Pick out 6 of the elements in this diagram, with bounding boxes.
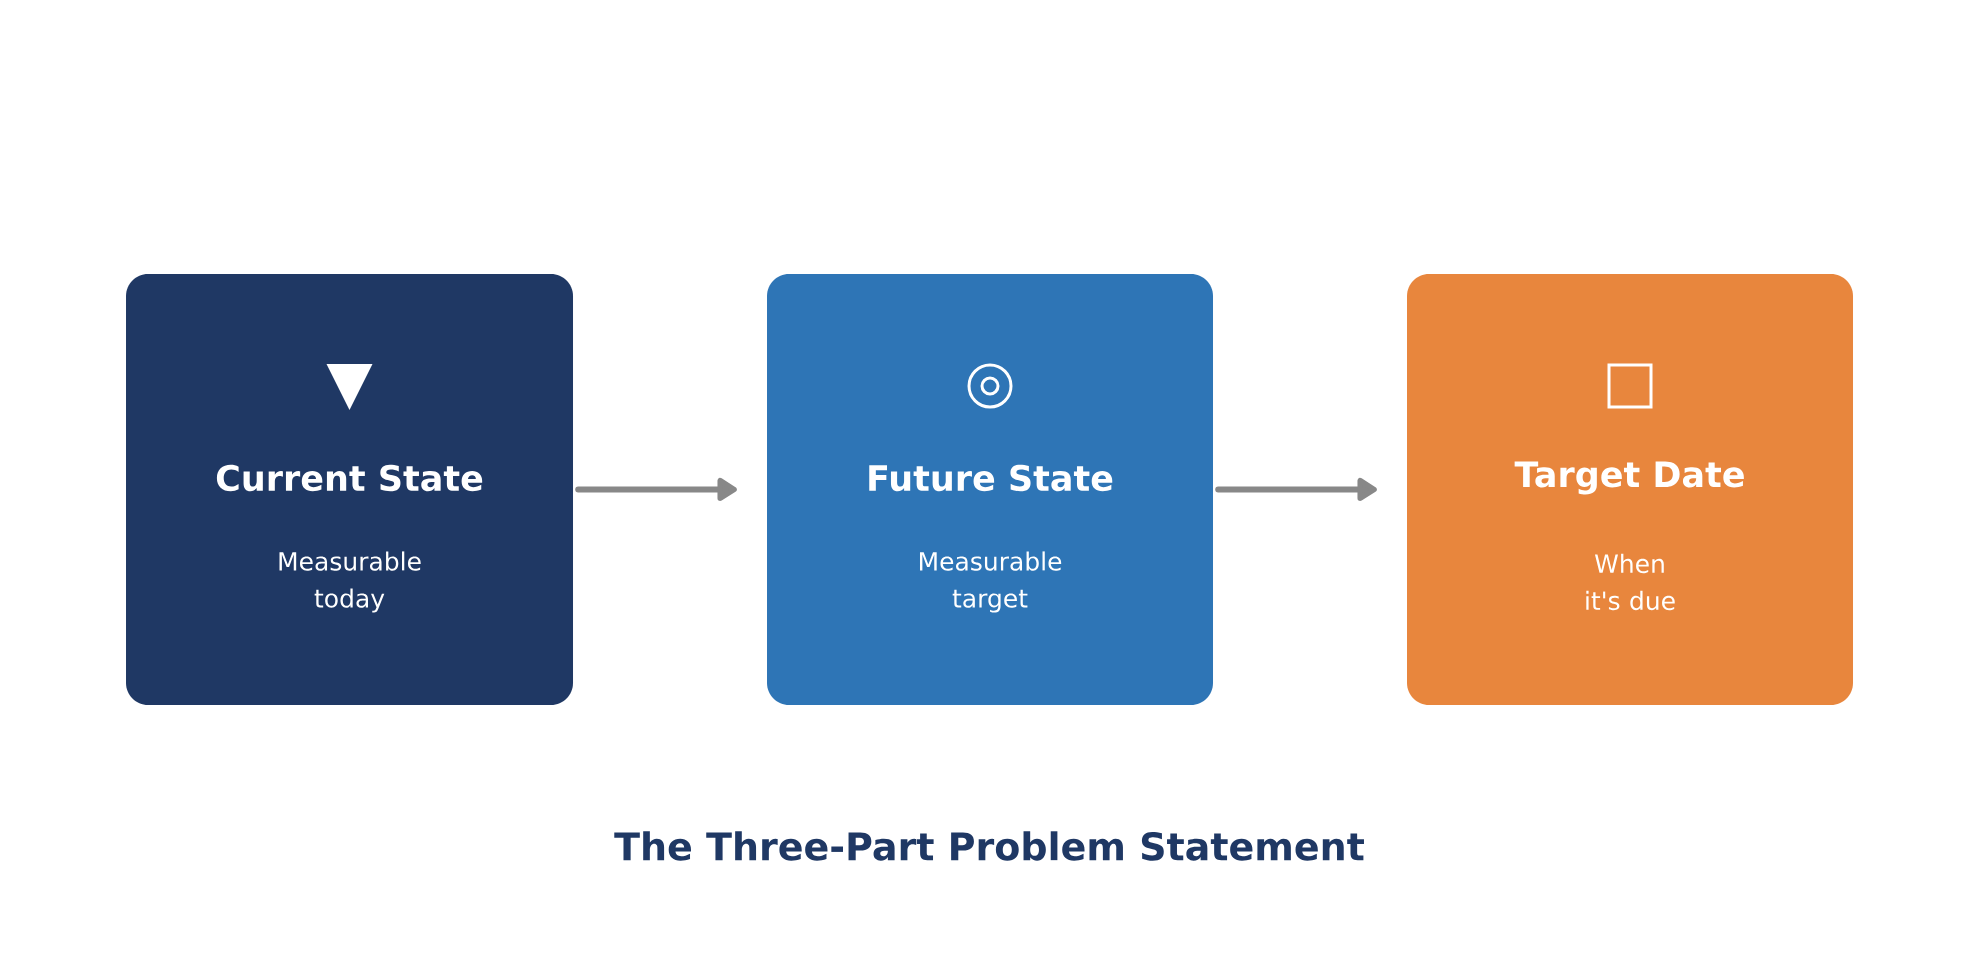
process-box: Future State Measurable target	[767, 274, 1213, 705]
process-box: Current State Measurable today	[126, 274, 573, 705]
arrow	[575, 477, 737, 502]
caption: The Three-Part Problem Statement	[614, 831, 1364, 861]
arrow	[1215, 477, 1377, 502]
process-box: Target Date When it's due	[1407, 274, 1853, 705]
